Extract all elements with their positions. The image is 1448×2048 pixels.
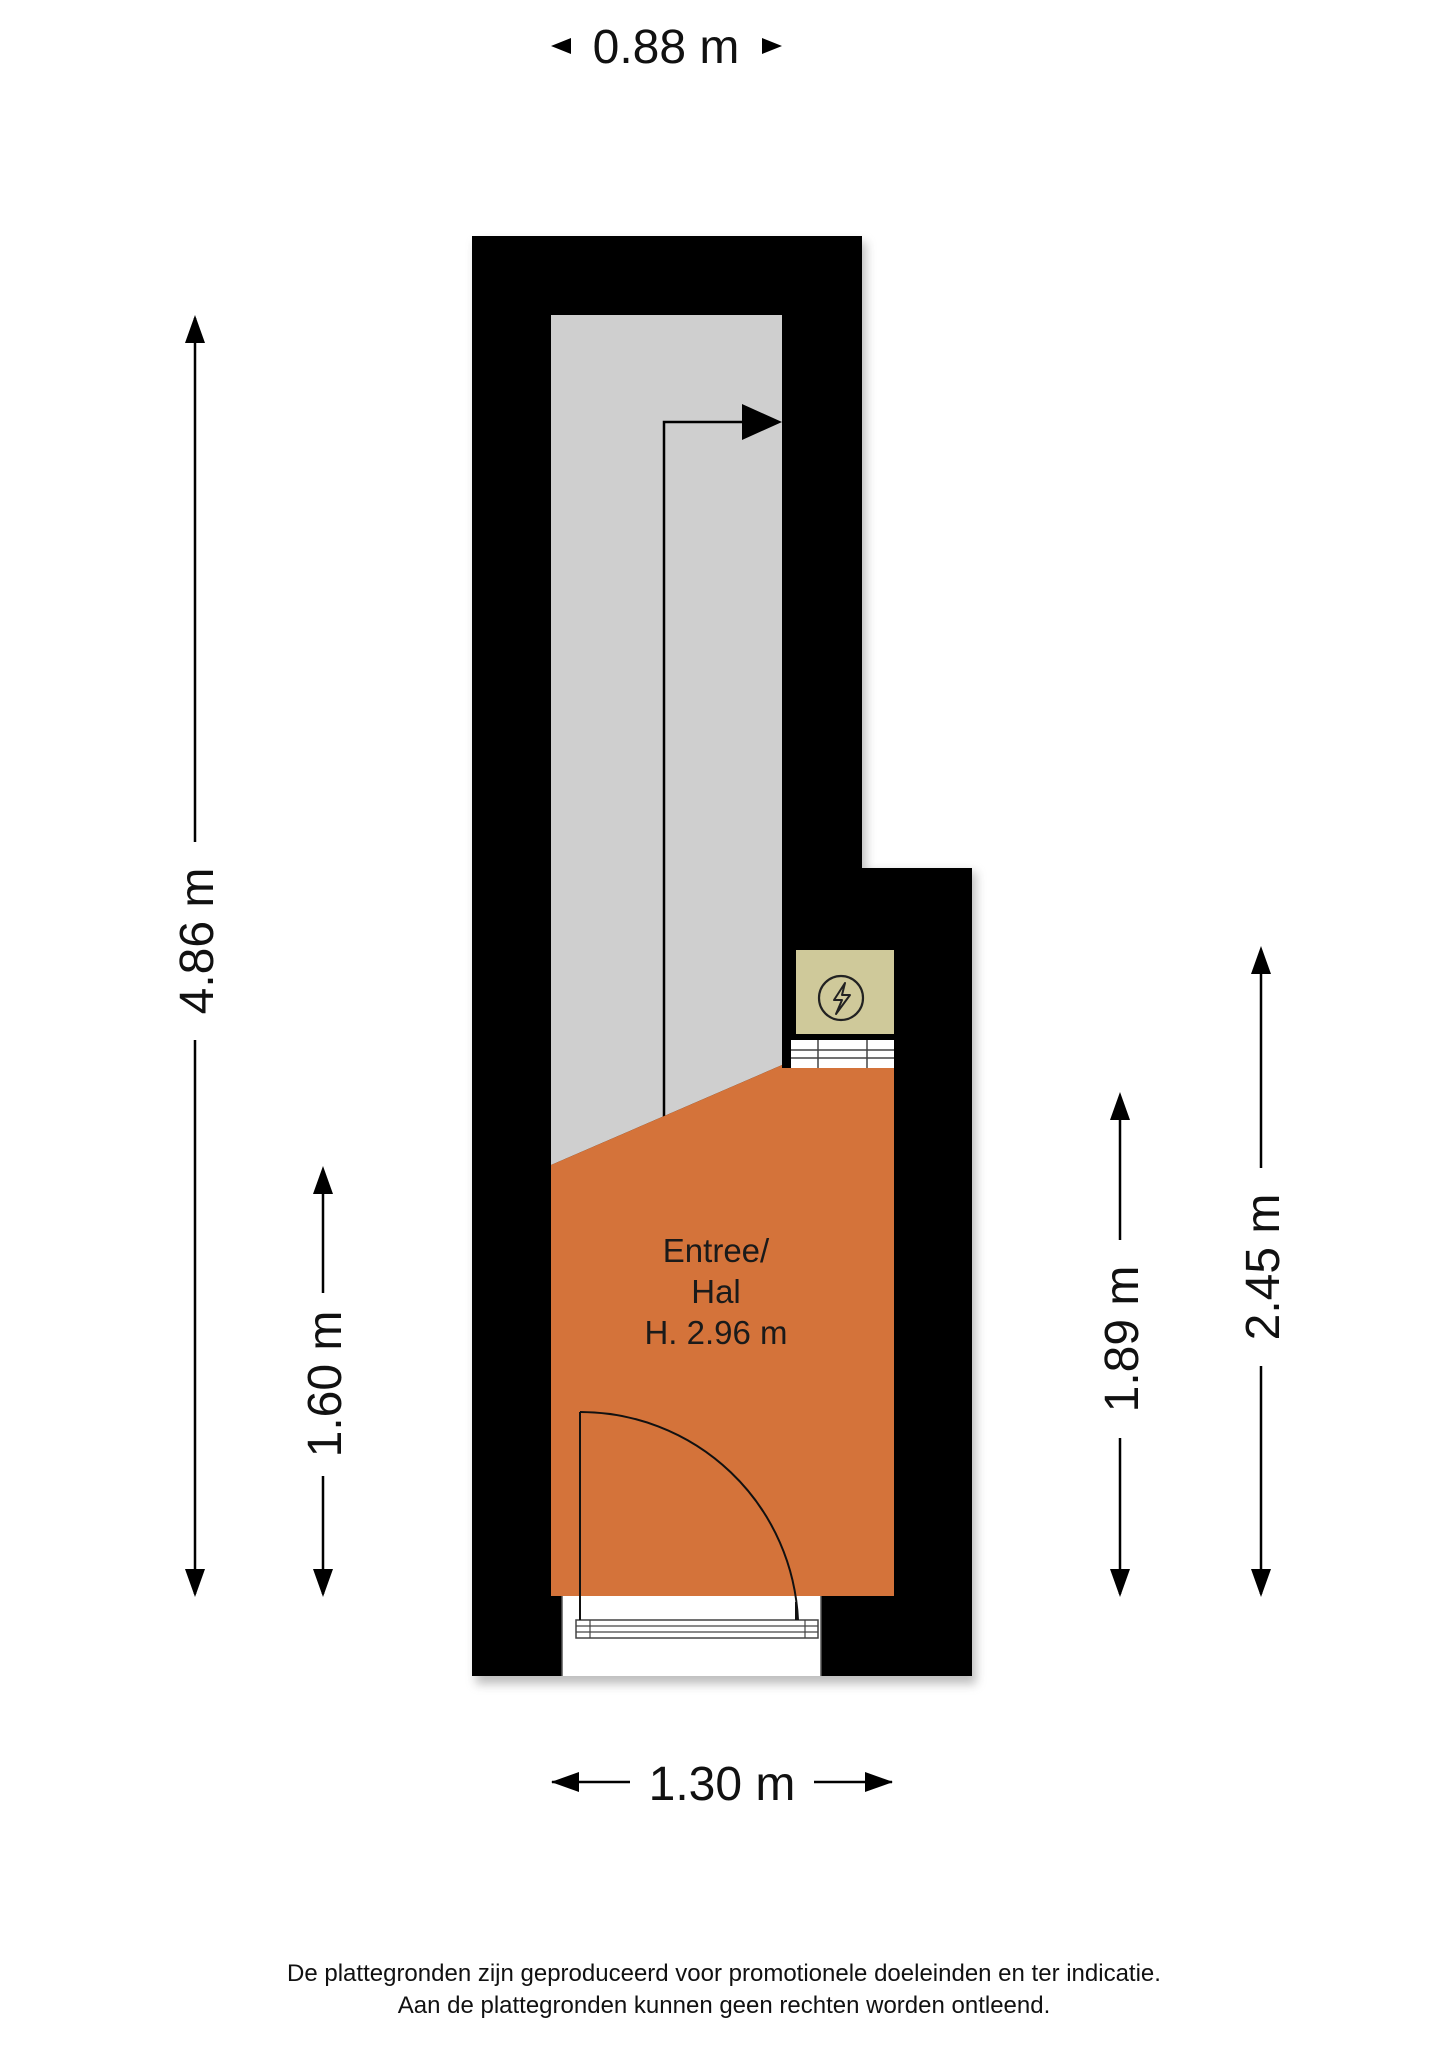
room-name-line1: Entree/ (663, 1232, 770, 1269)
hall-floor (551, 1065, 894, 1596)
dimension-left-total-height: 4.86 m (171, 315, 224, 1597)
room-height-label: H. 2.96 m (644, 1314, 787, 1351)
meter-cupboard-threshold (791, 1040, 894, 1070)
dimension-left-inner-height-label: 1.60 m (299, 1311, 352, 1458)
stair-direction-arrow (662, 404, 782, 1132)
front-door-opening (561, 1596, 822, 1676)
dimension-top-width: 0.88 m (551, 21, 782, 74)
room-name-line2: Hal (691, 1273, 741, 1310)
dimension-left-inner-height: 1.60 m (299, 1166, 352, 1597)
dimension-right-inner-height: 1.89 m (1096, 1092, 1149, 1597)
disclaimer-line1: De plattegronden zijn geproduceerd voor … (287, 1960, 1161, 1987)
dimension-left-total-height-label: 4.86 m (171, 868, 224, 1015)
disclaimer: De plattegronden zijn geproduceerd voor … (0, 1958, 1448, 2022)
dimension-top-width-label: 0.88 m (593, 21, 740, 74)
stair-area (551, 315, 782, 1165)
lightning-bolt-icon (817, 974, 865, 1022)
dimension-bottom-width-label: 1.30 m (649, 1758, 796, 1811)
door-swing (579, 1410, 799, 1621)
dimension-bottom-width: 1.30 m (551, 1758, 893, 1811)
meter-cupboard (791, 950, 894, 1070)
dimension-right-inner-height-label: 1.89 m (1096, 1266, 1149, 1413)
dimension-right-outer-height: 2.45 m (1237, 946, 1290, 1597)
disclaimer-line2: Aan de plattegronden kunnen geen rechten… (397, 1992, 1051, 2019)
dimension-right-outer-height-label: 2.45 m (1237, 1194, 1290, 1341)
